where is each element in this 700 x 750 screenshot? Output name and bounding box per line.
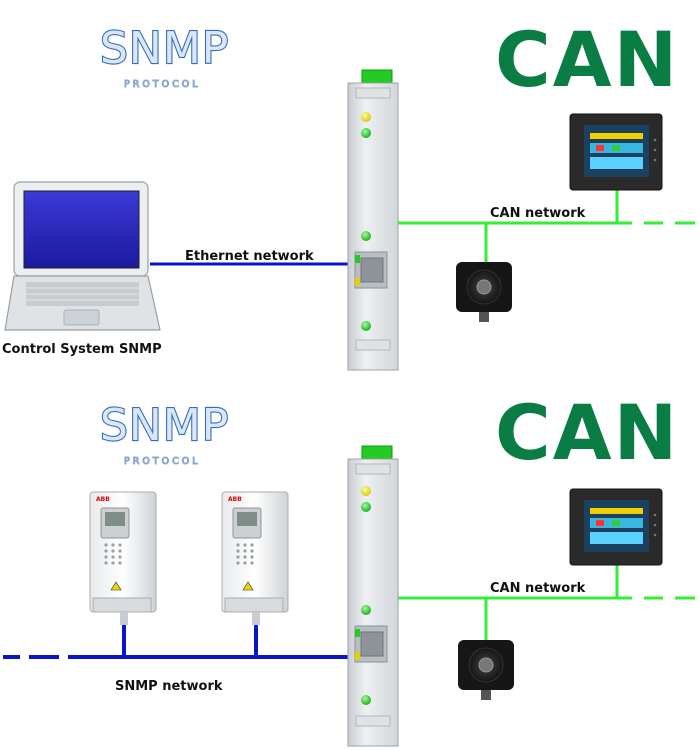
snmp-network-label: SNMP network [115, 679, 223, 694]
led-green-1-top [361, 128, 371, 138]
led-green-2-bottom [361, 605, 371, 615]
gateway-module-top [347, 69, 399, 371]
can-logo-bottom: CAN [495, 388, 679, 477]
encoder-bottom [458, 640, 514, 700]
ethernet-network-label: Ethernet network [185, 249, 314, 264]
laptop [4, 181, 161, 331]
snmp-logo-subtitle: PROTOCOL [124, 79, 201, 90]
gateway-connector-bottom [361, 445, 393, 461]
laptop-screen [23, 190, 140, 269]
control-system-label: Control System SNMP [2, 342, 162, 357]
gateway-module-bottom [347, 445, 399, 747]
drive-2: ABB [221, 491, 289, 625]
can-network-label-bottom: CAN network [490, 581, 586, 596]
led-green-3-top [361, 321, 371, 331]
bottom-diagram: SNMP PROTOCOL CAN SNMP network CAN netwo… [3, 388, 695, 747]
snmp-logo-word-bottom: SNMP [100, 400, 229, 451]
laptop-touchpad [63, 309, 100, 326]
encoder-top [456, 262, 512, 322]
led-green-2-top [361, 231, 371, 241]
snmp-logo-subtitle-bottom: PROTOCOL [124, 456, 201, 467]
led-yellow-bottom [361, 486, 371, 496]
can-logo-top: CAN [495, 15, 679, 104]
gateway-connector-top [361, 69, 393, 85]
top-diagram: SNMP PROTOCOL CAN Ethernet network CAN n… [2, 15, 695, 371]
drive-brand-2: ABB [228, 496, 242, 503]
snmp-logo-word: SNMP [100, 23, 229, 74]
led-yellow-top [361, 112, 371, 122]
led-green-3-bottom [361, 695, 371, 705]
snmp-logo-top: SNMP PROTOCOL [99, 22, 230, 91]
drive-1: ABB [89, 491, 157, 625]
hmi-panel-bottom [569, 488, 663, 566]
drive-brand-1: ABB [96, 496, 110, 503]
led-green-1-bottom [361, 502, 371, 512]
hmi-panel-top [569, 113, 663, 191]
can-network-label-top: CAN network [490, 206, 586, 221]
snmp-logo-bottom: SNMP PROTOCOL [99, 399, 230, 468]
